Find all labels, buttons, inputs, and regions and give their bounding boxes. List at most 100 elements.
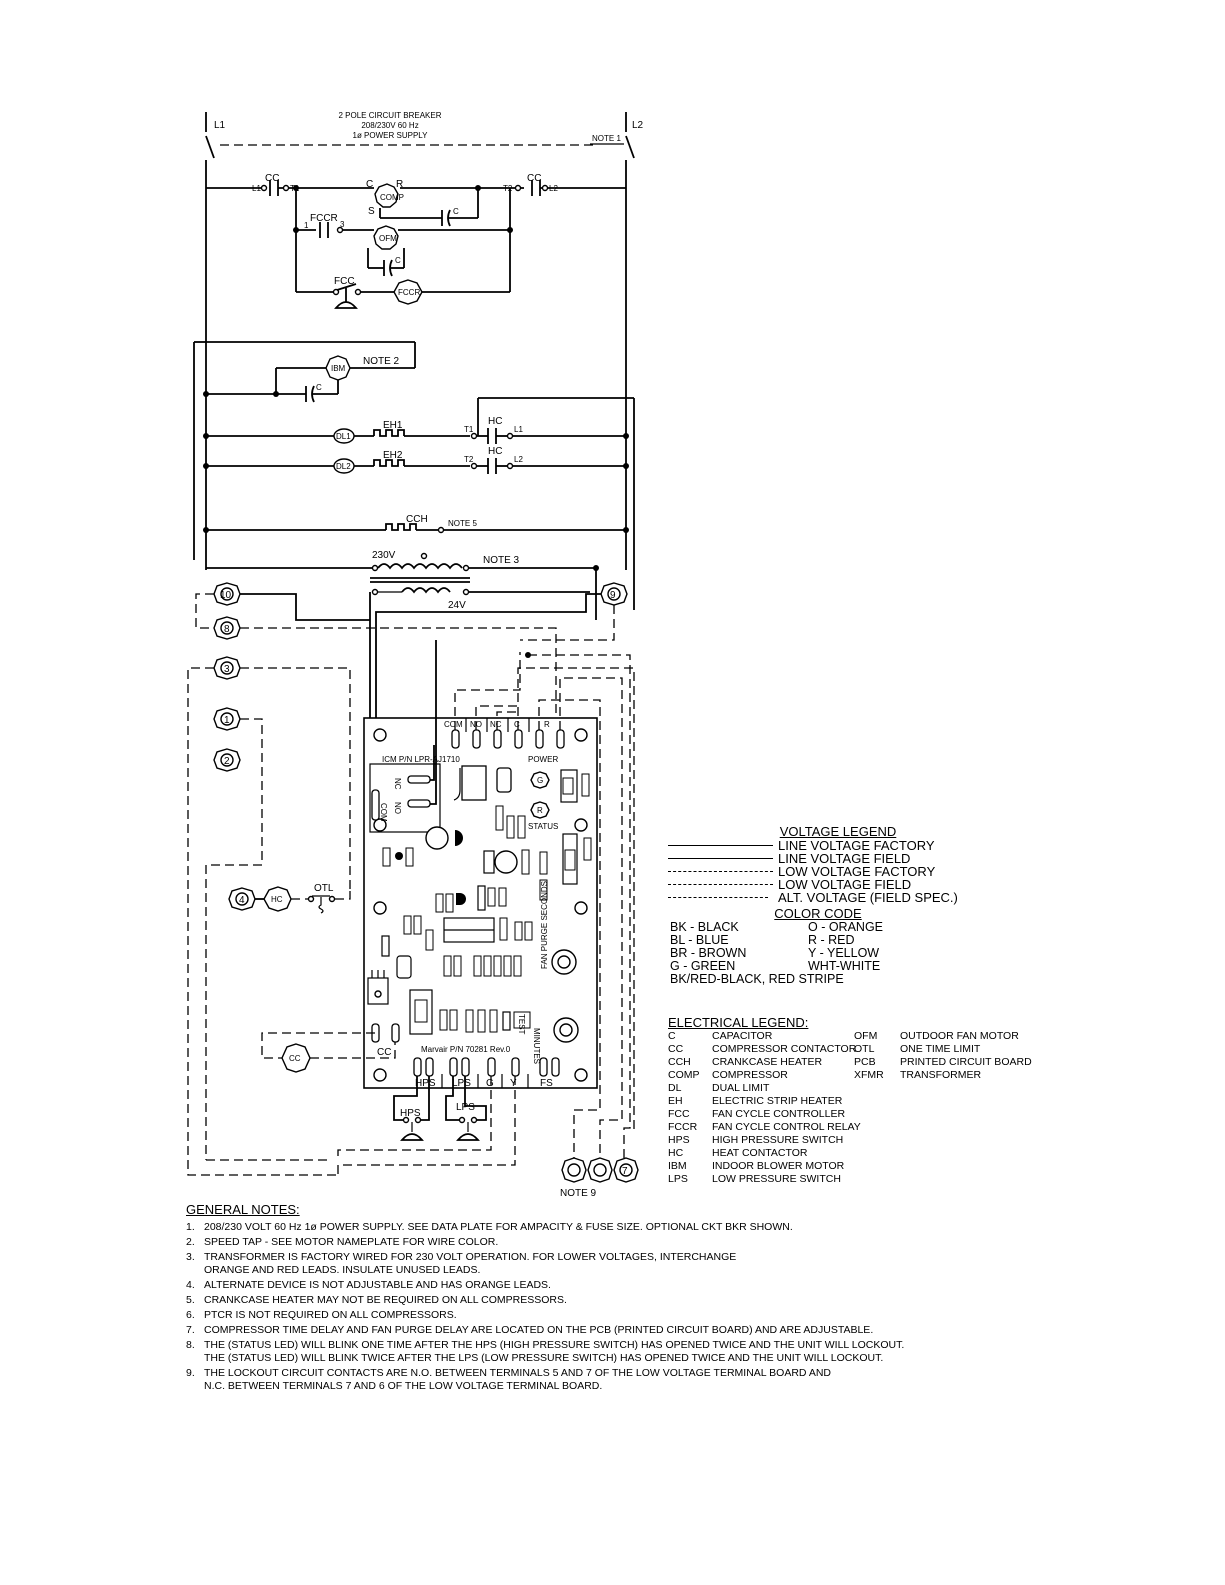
fccr-coil-label: FCCR xyxy=(398,288,420,297)
24v-label: 24V xyxy=(448,600,466,611)
comp-c-label: C xyxy=(366,179,373,190)
comp-cap-label: C xyxy=(453,207,459,216)
note-item: 3.TRANSFORMER IS FACTORY WIRED FOR 230 V… xyxy=(186,1251,737,1276)
l1-label: L1 xyxy=(214,120,226,131)
hc-t2-label: T2 xyxy=(464,455,474,464)
pcb-board-part: Marvair P/N 70281 Rev.0 xyxy=(421,1045,511,1054)
dl1-label: DL1 xyxy=(336,432,351,441)
pcb-status-label: STATUS xyxy=(528,822,558,831)
lps-label: LPS xyxy=(456,1102,475,1113)
note-item: 8.THE (STATUS LED) WILL BLINK ONE TIME A… xyxy=(186,1339,905,1364)
pcb-term-com: COM xyxy=(444,720,463,729)
pcb-led-r: R xyxy=(537,806,543,815)
legend-line-voltage-field: LINE VOLTAGE FIELD xyxy=(668,851,1048,866)
cch-circuit: CCH NOTE 5 xyxy=(203,514,629,534)
legend-low-voltage-factory: LOW VOLTAGE FACTORY xyxy=(668,864,1048,879)
transformer: 230V NOTE 3 24V xyxy=(206,550,599,620)
ofm-label: OFM xyxy=(379,234,397,243)
hc-coil-label: HC xyxy=(271,895,283,904)
pcb-term-fs: FS xyxy=(540,1078,553,1089)
hc-label-1: HC xyxy=(488,416,502,427)
fccr-1-label: 1 xyxy=(304,221,309,230)
pcb-components: POWER G R STATUS xyxy=(367,755,592,1064)
hps-label: HPS xyxy=(400,1108,421,1119)
color-code-last: BK/RED-BLACK, RED STRIPE xyxy=(670,972,844,986)
note-3-label: NOTE 3 xyxy=(483,555,520,566)
voltage-legend-title: VOLTAGE LEGEND xyxy=(779,824,897,839)
terminal-10-label: 10 xyxy=(220,590,232,601)
fcc-label: FCC xyxy=(334,276,355,287)
breaker-label-2: 208/230V 60 Hz xyxy=(361,121,418,130)
note-2-label: NOTE 2 xyxy=(363,356,400,367)
hc-t1-label: T1 xyxy=(464,425,474,434)
otl-label: OTL xyxy=(314,883,334,894)
hc-label-2: HC xyxy=(488,446,502,457)
comp-r-label: R xyxy=(396,179,403,190)
hc-l1-label: L1 xyxy=(514,425,523,434)
note-item: 4.ALTERNATE DEVICE IS NOT ADJUSTABLE AND… xyxy=(186,1279,551,1291)
blower-circuit: IBM NOTE 2 C xyxy=(193,341,634,560)
pcb-term-y: Y xyxy=(510,1078,517,1089)
low-voltage-terminals: 10 9 8 3 1 2 4 HC OTL xyxy=(187,582,628,1176)
cc-coil-circuit: CC HPS LPS xyxy=(261,1032,516,1175)
fccr-contact-label: FCCR xyxy=(310,213,338,224)
cc-coil-label: CC xyxy=(289,1054,301,1063)
note-item: 9.THE LOCKOUT CIRCUIT CONTACTS ARE N.O. … xyxy=(186,1367,831,1392)
cc-label-left: CC xyxy=(265,173,279,184)
note-item: 6.PTCR IS NOT REQUIRED ON ALL COMPRESSOR… xyxy=(186,1309,457,1321)
compressor-circuit: CC CC L1 T1 T2 L2 COMP C R S C FCCR 1 3 … xyxy=(206,173,626,309)
note-5-label: NOTE 5 xyxy=(448,519,477,528)
pcb-term-hps: HPS xyxy=(415,1078,436,1089)
pcb-term-g: G xyxy=(486,1078,494,1089)
pcb-board: COM NO NC C R ICM P/N LPR-AJ1710 NC NO C… xyxy=(363,640,635,1158)
pcb-term-lps: LPS xyxy=(452,1078,471,1089)
eh1-label: EH1 xyxy=(383,420,403,431)
fccr-3-label: 3 xyxy=(340,220,345,229)
note-item: 1.208/230 VOLT 60 Hz 1ø POWER SUPPLY. SE… xyxy=(186,1221,793,1233)
compressor-symbol xyxy=(374,183,399,208)
relay-nc-label: NC xyxy=(393,778,402,790)
cch-label: CCH xyxy=(406,514,428,525)
dl2-label: DL2 xyxy=(336,462,351,471)
hc-coil-symbol xyxy=(263,886,292,912)
l2-term-label: L2 xyxy=(549,184,558,193)
note-item: 7.COMPRESSOR TIME DELAY AND FAN PURGE DE… xyxy=(186,1324,874,1336)
pcb-minutes-label: MINUTES xyxy=(532,1028,541,1064)
lockout-terminals: 7 NOTE 9 xyxy=(560,1157,639,1199)
comp-label: COMP xyxy=(380,193,404,202)
cc-label-right: CC xyxy=(527,173,541,184)
relay-no-label: NO xyxy=(393,802,402,814)
legend-low-voltage-field: LOW VOLTAGE FIELD xyxy=(668,877,1048,892)
pcb-led-g: G xyxy=(537,776,543,785)
ibm-label: IBM xyxy=(331,364,346,373)
ibm-cap-label: C xyxy=(316,383,322,392)
note-item: 2.SPEED TAP - SEE MOTOR NAMEPLATE FOR WI… xyxy=(186,1236,499,1248)
pcb-term-nc: NC xyxy=(490,720,502,729)
terminal-4-label: 4 xyxy=(239,895,245,906)
cc-coil-symbol xyxy=(281,1043,311,1073)
pcb-fan-purge-label: FAN PURGE SECONDS xyxy=(540,881,549,969)
breaker-label-1: 2 POLE CIRCUIT BREAKER xyxy=(339,111,442,120)
legend-line-voltage-factory: LINE VOLTAGE FACTORY xyxy=(668,838,1048,853)
general-notes: GENERAL NOTES: 1.208/230 VOLT 60 Hz 1ø P… xyxy=(186,1202,906,1395)
pcb-term-r: R xyxy=(544,720,550,729)
pcb-term-c: C xyxy=(514,720,520,729)
230v-label: 230V xyxy=(372,550,396,561)
pcb-power-label: POWER xyxy=(528,755,558,764)
pcb-bottom-terminals: Marvair P/N 70281 Rev.0 HPS LPS G Y FS xyxy=(413,1045,560,1089)
terminal-3-label: 3 xyxy=(224,664,230,675)
relay-com-label: COM xyxy=(379,803,388,822)
terminal-2-label: 2 xyxy=(224,756,230,767)
eh2-label: EH2 xyxy=(383,450,403,461)
